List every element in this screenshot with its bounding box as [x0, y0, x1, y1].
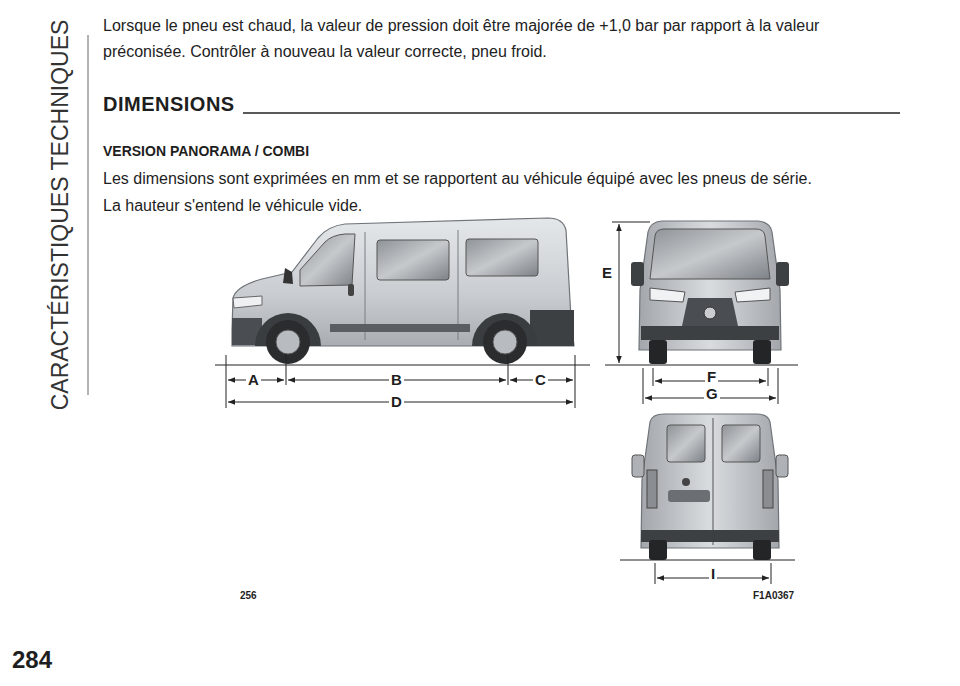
section-tab: CARACTÉRISTIQUES TECHNIQUES	[47, 20, 74, 411]
illustration-part	[365, 232, 366, 340]
section-heading: DIMENSIONS	[103, 93, 243, 115]
illustration-part	[763, 470, 773, 508]
illustration-part	[631, 262, 644, 286]
illustration-part	[233, 296, 262, 308]
illustration-part	[649, 340, 667, 364]
illustration-part	[668, 490, 710, 502]
dimension-letter: C	[533, 372, 548, 388]
figure-code: F1A0367	[753, 590, 794, 601]
front-view	[631, 221, 789, 364]
illustration-part	[226, 355, 227, 408]
rear-dimensions	[620, 560, 795, 584]
illustration-part	[778, 368, 779, 404]
illustration-part	[776, 455, 788, 477]
illustration-part	[682, 298, 738, 326]
illustration-part	[639, 221, 781, 350]
illustration-part	[612, 222, 650, 223]
illustration-part	[483, 320, 527, 364]
illustration-part	[713, 418, 714, 545]
body-paragraph: Lorsque le pneu est chaud, la valeur de …	[103, 13, 903, 65]
illustration-part	[641, 414, 779, 548]
illustration-part	[620, 560, 795, 561]
illustration-part	[649, 540, 667, 560]
illustration-part	[753, 340, 771, 364]
page-number: 284	[12, 646, 52, 674]
illustration-part	[377, 240, 449, 280]
subheading: VERSION PANORAMA / COMBI	[103, 143, 309, 159]
illustration-part	[276, 330, 300, 354]
dimension-letter: F	[705, 369, 718, 385]
dimension-letter: I	[709, 566, 717, 582]
illustration-part	[619, 224, 620, 363]
dimension-letter: D	[389, 394, 404, 410]
front-dimensions	[605, 222, 798, 404]
illustration-part	[768, 368, 769, 386]
dimension-letter: B	[389, 372, 404, 388]
illustration-part	[650, 229, 770, 279]
illustration-part	[655, 563, 656, 584]
illustration-part	[286, 355, 287, 385]
dimension-letter: G	[704, 386, 720, 402]
illustration-part	[458, 230, 459, 340]
illustration-part	[215, 365, 590, 366]
body-text: Les dimensions sont exprimées en mm et s…	[103, 170, 812, 188]
illustration-part	[641, 326, 779, 340]
illustration-part	[682, 478, 690, 486]
figure-number: 256	[240, 590, 257, 601]
illustration-part	[493, 330, 517, 354]
body-text: La hauteur s'entend le véhicule vide.	[103, 197, 362, 215]
illustration-part	[466, 239, 538, 276]
illustration-part	[330, 324, 470, 332]
illustration-part	[667, 425, 705, 462]
illustration-part	[632, 455, 644, 477]
illustration-part	[575, 355, 576, 408]
illustration-part	[300, 234, 355, 286]
illustration-part	[653, 368, 654, 386]
illustration-part	[508, 355, 509, 385]
rear-view	[632, 414, 788, 560]
margin-rule	[88, 35, 89, 395]
illustration-part	[605, 365, 798, 366]
illustration-part	[647, 470, 657, 508]
illustration-part	[704, 307, 716, 319]
illustration-part	[348, 284, 354, 296]
illustration-part	[735, 288, 770, 302]
dimension-letter: E	[600, 265, 614, 281]
illustration-part	[266, 320, 310, 364]
illustration-part	[643, 368, 644, 404]
illustration-part	[283, 268, 293, 284]
dimension-letter: A	[246, 372, 261, 388]
illustration-part	[771, 563, 772, 584]
illustration-part	[722, 425, 760, 462]
side-view	[232, 218, 574, 364]
illustration-part	[650, 288, 685, 302]
illustration-part	[753, 540, 771, 560]
illustration-part	[776, 262, 789, 286]
